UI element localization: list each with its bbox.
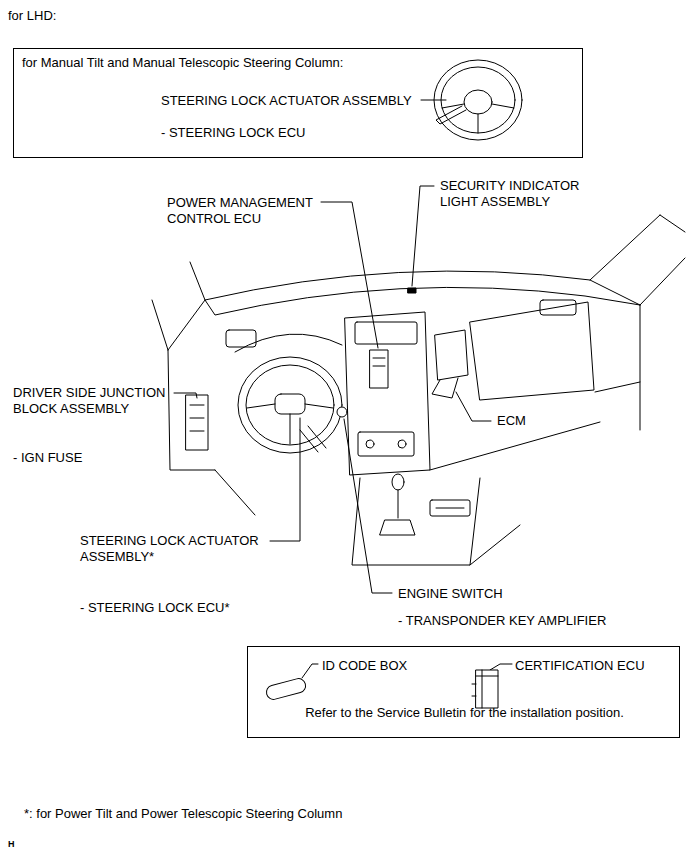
leader-line	[321, 202, 378, 348]
gear-shift	[380, 474, 415, 535]
part-name: ECM	[497, 413, 557, 429]
region-note: for LHD:	[8, 8, 128, 24]
console	[436, 508, 464, 509]
gear-shift	[380, 520, 415, 535]
certification-ecu-icon	[472, 670, 498, 708]
cabin-outline	[205, 287, 640, 315]
junction-block	[190, 405, 204, 431]
leader-line	[344, 419, 392, 593]
cabin-outline	[235, 334, 342, 352]
steering-wheel-inset	[434, 60, 522, 140]
inset-heading: for Manual Tilt and Manual Telescopic St…	[22, 55, 522, 71]
part-name: SECURITY INDICATOR LIGHT ASSEMBLY	[440, 178, 605, 210]
cabin-outline	[226, 330, 256, 347]
steering-wheel-inset	[441, 67, 515, 133]
sub-part-name: - STEERING LOCK ECU	[161, 125, 411, 141]
steering-wheel	[238, 357, 342, 453]
page-mark: H	[8, 836, 38, 852]
steering-wheel-inset	[464, 90, 492, 114]
console	[430, 500, 470, 516]
leader-line	[174, 393, 197, 398]
cabin-outline	[168, 271, 640, 350]
steering-wheel	[300, 426, 326, 452]
security-indicator	[408, 288, 416, 293]
sub-part-name: - TRANSPONDER KEY AMPLIFIER	[398, 613, 678, 629]
leader-line	[412, 186, 434, 286]
part-name: STEERING LOCK ACTUATOR ASSEMBLY*	[80, 533, 280, 565]
note-box: ID CODE BOX CERTIFICATION ECU Refer to the…	[247, 646, 680, 738]
leader-line	[490, 664, 512, 670]
console	[352, 478, 480, 565]
steering-wheel	[275, 394, 305, 414]
sub-part-name: - IGN FUSE	[13, 450, 163, 466]
power-management-ecu	[370, 350, 388, 388]
center-stack	[366, 440, 374, 448]
cabin-outline	[430, 422, 600, 470]
leader-line	[302, 664, 318, 678]
leader-line	[456, 392, 491, 421]
ecm	[432, 330, 468, 398]
steering-wheel-inset	[442, 104, 514, 133]
cabin-outline	[595, 305, 640, 430]
center-stack	[398, 440, 406, 448]
note-text: Refer to the Service Bulletin for the in…	[258, 705, 671, 721]
power-management-ecu	[370, 350, 388, 388]
steering-wheel	[246, 365, 334, 445]
footnote: *: for Power Tilt and Power Telescopic S…	[24, 806, 664, 822]
center-stack	[358, 432, 414, 456]
cabin-outline	[152, 262, 205, 350]
steering-wheel-inset	[434, 60, 522, 140]
center-stack	[355, 322, 417, 344]
leader-line	[270, 418, 300, 541]
certification-ecu-icon	[472, 670, 498, 708]
inset-box: for Manual Tilt and Manual Telescopic St…	[13, 48, 583, 158]
glovebox	[470, 302, 594, 400]
cabin-outline	[168, 350, 215, 470]
sub-part-name: - STEERING LOCK ECU*	[80, 600, 280, 616]
part-name: STEERING LOCK ACTUATOR ASSEMBLY	[161, 93, 431, 109]
id-code-box-icon	[265, 677, 307, 701]
center-stack	[345, 312, 430, 475]
steering-wheel	[238, 357, 342, 453]
power-management-ecu	[373, 358, 385, 366]
part-name: CERTIFICATION ECU	[515, 658, 675, 674]
part-name: ENGINE SWITCH	[398, 586, 558, 602]
center-stack	[345, 312, 430, 475]
id-code-box-icon	[265, 677, 307, 701]
leader-line	[421, 100, 446, 101]
console	[352, 478, 480, 565]
junction-block	[186, 395, 208, 450]
gear-shift	[398, 490, 399, 518]
steering-wheel-inset	[436, 106, 466, 124]
cabin-outline	[152, 215, 685, 565]
part-name: ID CODE BOX	[322, 658, 472, 674]
cabin-outline	[590, 215, 685, 305]
part-name: DRIVER SIDE JUNCTION BLOCK ASSEMBLY	[13, 385, 189, 417]
part-name: POWER MANAGEMENT CONTROL ECU	[167, 195, 337, 227]
steering-wheel	[247, 404, 333, 444]
ecm	[432, 378, 458, 398]
junction-block	[186, 395, 208, 450]
gear-shift	[392, 474, 404, 490]
engine-switch	[337, 407, 347, 417]
cabin-outline	[215, 470, 520, 565]
ecm	[435, 330, 468, 380]
